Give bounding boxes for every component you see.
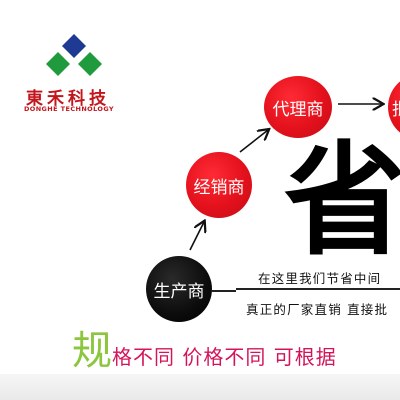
divider-line-short	[212, 290, 236, 292]
arrow-dist-to-agent	[239, 130, 268, 153]
slogan-rest: 格不同 价格不同 可根据	[112, 345, 337, 369]
logo-diamond-icon	[46, 34, 102, 76]
caption-save-middle: 在这里我们节省中间	[258, 271, 382, 286]
node-wholesale-label: 批	[392, 95, 400, 120]
bottom-strip	[0, 374, 400, 400]
node-agent-label: 代理商	[272, 99, 324, 120]
node-distributor-label: 经销商	[193, 177, 245, 198]
logo-title: 東禾科技	[26, 89, 110, 109]
slogan-first-char: 规	[72, 328, 112, 374]
node-distributor: 经销商	[186, 152, 252, 218]
node-manufacturer-label: 生产商	[153, 281, 205, 302]
arrow-manu-to-dist	[189, 222, 204, 251]
headline-save-char: 省	[284, 130, 400, 272]
node-manufacturer: 生产商	[146, 256, 212, 322]
slogan: 规格不同 价格不同 可根据	[72, 318, 337, 376]
node-agent: 代理商	[264, 76, 332, 138]
logo-subtitle: DONGHE TECHNOLOGY	[24, 105, 115, 113]
divider-line	[236, 288, 400, 290]
caption-factory-direct: 真正的厂家直销 直接批	[246, 302, 389, 317]
